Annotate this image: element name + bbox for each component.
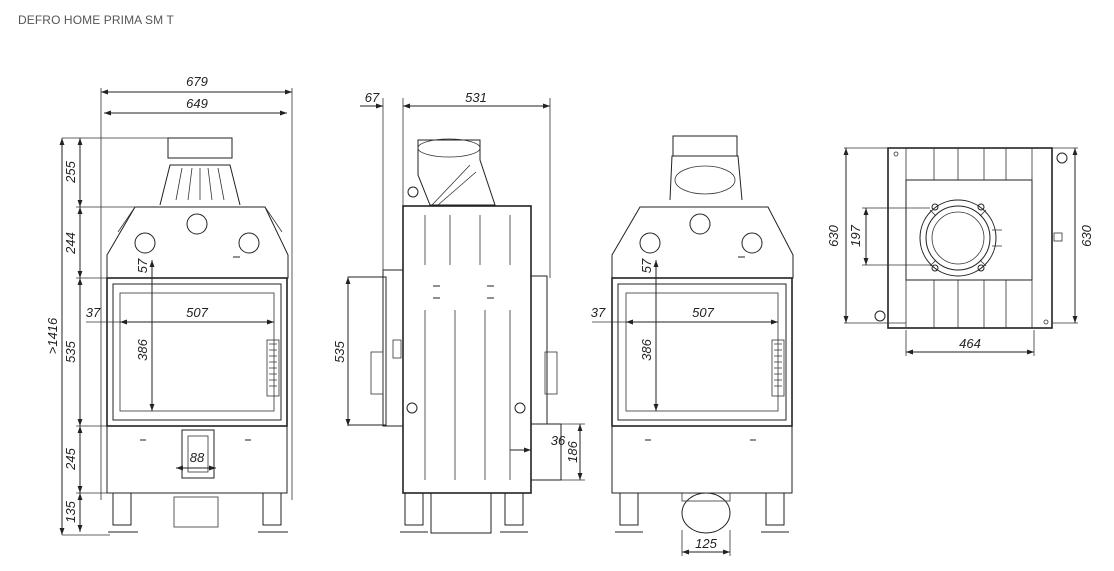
dim-rear-glass-height: 386 <box>639 338 654 360</box>
rear-view <box>611 135 794 534</box>
rear-dimensions <box>592 260 778 556</box>
dim-front-glass-width: 507 <box>186 305 208 320</box>
dim-top-depth-right: 630 <box>1079 224 1094 246</box>
dim-top-depth-left: 630 <box>826 224 841 246</box>
dim-front-body-width: 649 <box>186 96 208 111</box>
dim-rear-air-duct: 125 <box>695 536 717 551</box>
dim-front-overall-width: 679 <box>186 74 208 89</box>
dim-front-height-hood: 244 <box>63 232 78 255</box>
dim-side-depth: 531 <box>465 90 487 105</box>
dim-front-glass-top: 57 <box>135 258 150 273</box>
dim-side-inlet-height: 186 <box>565 440 580 462</box>
dim-front-height-legs: 135 <box>63 500 78 522</box>
dim-front-height-door: 535 <box>63 340 78 362</box>
dim-side-rear-offset: 67 <box>365 90 380 105</box>
dim-side-inlet-width: 36 <box>551 433 566 448</box>
top-view <box>874 147 1068 329</box>
dim-top-body-width: 464 <box>959 336 981 351</box>
side-dimensions <box>345 98 585 481</box>
dim-rear-glass-top: 57 <box>639 258 654 273</box>
side-view <box>347 138 562 534</box>
dim-front-glass-left: 37 <box>86 305 101 320</box>
dim-rear-glass-left: 37 <box>591 305 606 320</box>
dim-front-height-flue: 255 <box>63 160 78 183</box>
front-dimensions <box>59 88 293 536</box>
dim-front-total-height: >1416 <box>45 317 60 354</box>
front-view <box>106 137 289 533</box>
dim-front-height-base: 245 <box>63 447 78 470</box>
dim-side-door-height: 535 <box>332 340 347 362</box>
top-dimensions <box>843 147 1078 356</box>
dim-rear-glass-width: 507 <box>692 305 714 320</box>
page-title: DEFRO HOME PRIMA SM T <box>18 13 174 27</box>
dim-front-bottom-outlet: 88 <box>190 450 205 465</box>
dim-front-glass-height: 386 <box>135 338 150 360</box>
dim-top-flue-diameter: 197 <box>848 224 863 246</box>
dimension-labels: 679 649 255 244 535 245 135 >1416 507 38… <box>45 74 1094 551</box>
